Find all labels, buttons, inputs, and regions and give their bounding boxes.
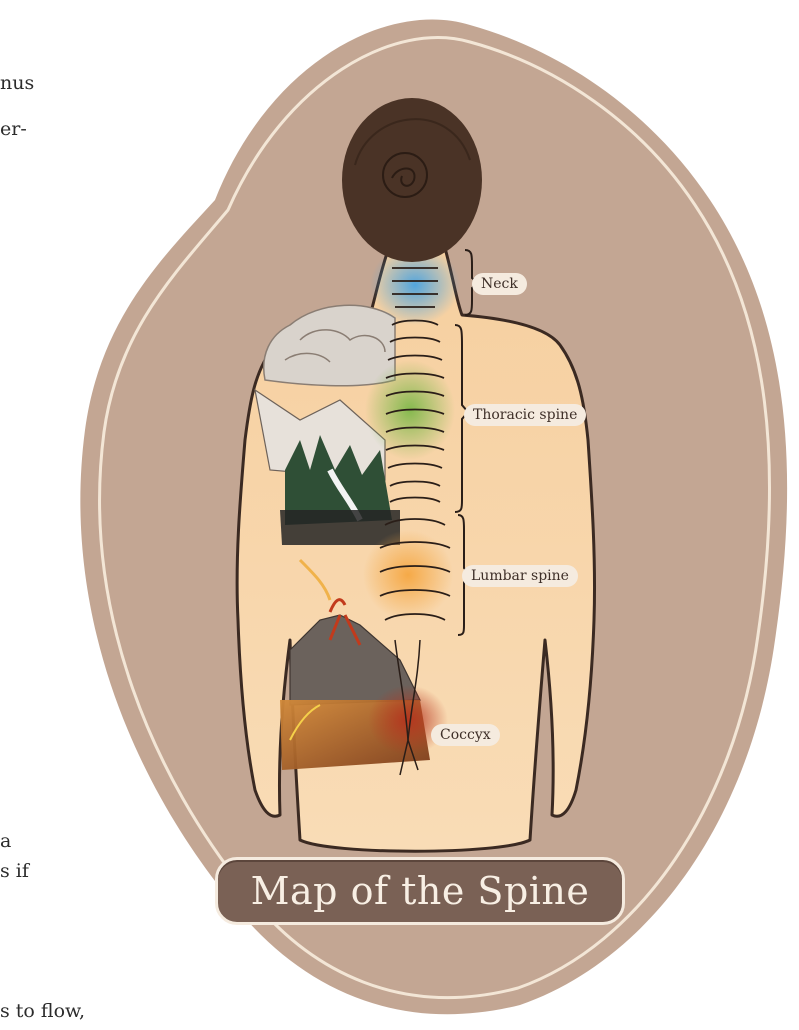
coccyx-label: Coccyx [431, 724, 500, 746]
neck-label: Neck [472, 273, 527, 295]
diagram-title: Map of the Spine [251, 869, 590, 913]
lumbar-spine-label: Lumbar spine [462, 565, 578, 587]
thoracic-spine-label: Thoracic spine [464, 404, 586, 426]
head [342, 98, 482, 262]
title-plaque: Map of the Spine [215, 857, 625, 925]
